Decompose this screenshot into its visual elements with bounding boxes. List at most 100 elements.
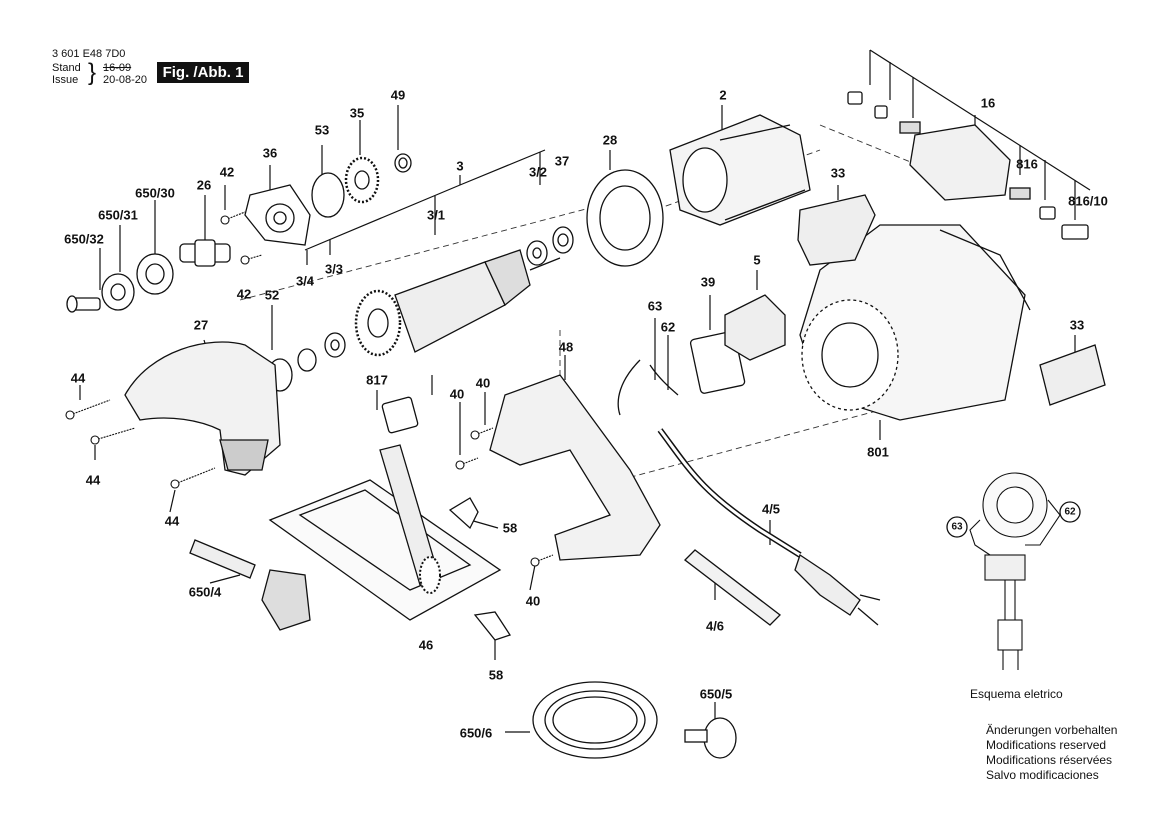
wiring-callout-62 [1059,501,1081,523]
figure-label: Fig. /Abb. 1 [157,62,249,83]
spindle-26 [179,239,231,267]
callout-62: 62 [660,319,676,335]
callout-3-1: 3/1 [426,207,446,223]
part-number: 3 601 E48 7D0 [52,48,126,60]
brush-2 [1009,187,1031,200]
note-fr: Modifications réservées [986,753,1113,767]
callout-58-upper: 58 [502,520,518,536]
callout-44-bottom: 44 [164,513,180,529]
motor-housing-801 [799,224,1031,421]
flange-nut-650-31 [101,273,135,311]
o-ring-53 [311,172,345,218]
callout-16: 16 [980,95,996,111]
callout-26: 26 [196,177,212,193]
side-cover-33-right [1039,344,1106,406]
callout-63: 63 [647,298,663,314]
power-cable-4-5 [657,428,881,626]
callout-37: 37 [554,153,570,169]
wing-knob-58-top [448,497,479,530]
wiring-label-62: 62 [1064,506,1076,518]
callout-52: 52 [264,287,280,303]
screw-650-32 [66,295,101,313]
callout-40-middle: 40 [449,386,465,402]
bearing-37 [552,226,574,254]
switch-5 [724,294,786,361]
leader-group-16 [869,49,1091,191]
callout-4-5: 4/5 [761,501,781,517]
callout-36: 36 [262,145,278,161]
callout-3-2: 3/2 [528,164,548,180]
note-de: Änderungen vorbehalten [986,723,1118,737]
callout-44-middle: 44 [85,472,101,488]
bearing-3-2 [526,240,548,266]
callout-4-6: 4/6 [705,618,725,634]
callout-35: 35 [349,105,365,121]
issue-label: Issue [52,74,79,86]
callout-46: 46 [418,637,434,653]
side-cover-33-top [797,194,876,266]
armature-3-1 [354,249,561,357]
brush-cap-1 [847,91,863,105]
callout-33-top: 33 [830,165,846,181]
callout-650-32: 650/32 [64,231,104,247]
stand-date: 16-09 [103,62,132,74]
switch-holder-817 [381,396,419,434]
callout-650-30: 650/30 [135,185,175,201]
callout-650-31: 650/31 [98,207,138,223]
callout-3-4: 3/4 [295,273,315,289]
brush-1 [899,121,921,134]
brush-cap-2 [874,105,888,119]
handle-48 [489,374,661,561]
switch-816-10 [1061,224,1089,240]
flange-650-30 [136,253,174,295]
callout-49: 49 [390,87,406,103]
note-en: Modifications reserved [986,738,1107,752]
callout-650-4: 650/4 [188,584,222,600]
callout-40-upper: 40 [475,375,491,391]
callout-53: 53 [314,122,330,138]
wing-knob-58-bottom [473,611,512,641]
wire-set-62-63 [617,359,679,416]
callout-40-lower: 40 [525,593,541,609]
bearing-3-3 [324,332,346,358]
blade-guard-27 [124,341,281,476]
brace: } [88,59,97,86]
callout-650-5: 650/5 [699,686,733,702]
stator-2 [669,114,811,226]
callout-650-6: 650/6 [459,725,493,741]
screws [65,211,554,567]
callout-42-lower: 42 [236,286,252,302]
callout-801: 801 [867,444,889,460]
adjust-knob-650-5 [684,717,737,759]
note-es: Salvo modificaciones [986,768,1099,782]
stand-label: Stand [52,62,81,74]
callout-48: 48 [558,339,574,355]
hose-coil-650-6 [532,681,658,759]
issue-date: 20-08-20 [103,74,148,86]
wiring-callout-63 [946,516,968,538]
gear-35 [344,156,380,204]
base-plate-46 [268,444,502,621]
brush-cap-3 [1039,206,1056,220]
wiring-label-63: 63 [951,521,963,533]
parallel-guide-650-4 [189,539,311,631]
wiring-caption: Esquema eletrico [970,687,1063,701]
callout-27: 27 [193,317,209,333]
callout-3: 3 [456,158,464,174]
callout-5: 5 [753,252,761,268]
bearing-3-4 [297,348,317,372]
callout-33-right: 33 [1069,317,1085,333]
callout-28: 28 [602,132,618,148]
leader-group-3 [304,149,546,251]
callout-39: 39 [700,274,716,290]
callout-817: 817 [366,372,388,388]
callout-42-upper: 42 [219,164,235,180]
fan-baffle-28 [586,169,664,267]
callout-816: 816 [1016,156,1038,172]
bearing-flange-36 [244,184,311,246]
cable-sleeve-4-6 [684,549,781,626]
callout-2: 2 [719,87,727,103]
callout-816-10: 816/10 [1068,193,1108,209]
wiring-diagram [969,472,1061,670]
